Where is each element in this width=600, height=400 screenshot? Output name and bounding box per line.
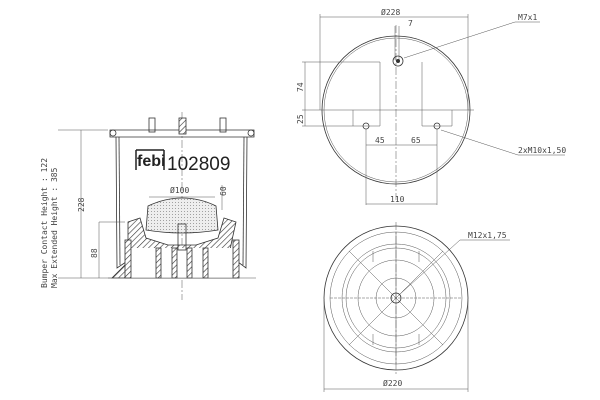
bottom-stud <box>177 223 187 251</box>
side-view: 228 88 Ø100 60 Bumper Contact Height : 1… <box>40 112 256 300</box>
bottom-diameter-label: Ø220 <box>383 378 402 388</box>
stud-thread-label: 2xM10x1,50 <box>518 146 566 155</box>
construction-lines <box>302 61 453 127</box>
leader-line <box>398 239 461 296</box>
dim-65-label: 65 <box>411 136 421 145</box>
piston-cavity <box>131 248 233 278</box>
top-diameter-label: Ø228 <box>381 7 400 17</box>
leader-line <box>440 129 519 156</box>
dim-110-label: 110 <box>390 195 405 204</box>
top-plate <box>109 129 255 138</box>
logo-background <box>135 151 165 170</box>
dim-45-label: 45 <box>375 136 385 145</box>
leader-line <box>403 21 516 59</box>
bumper <box>145 197 219 234</box>
center-hole-core <box>396 59 400 63</box>
bead-right <box>247 129 255 137</box>
stud-right <box>219 117 227 133</box>
bumper-contact-height: Bumper Contact Height : 122 <box>40 158 49 288</box>
stud-left <box>148 117 156 133</box>
bottom-view: M12x1,75 Ø220 <box>323 222 510 392</box>
piston-rib <box>171 247 178 279</box>
bottom-thread-label: M12x1,75 <box>468 231 507 240</box>
bellows-right-inner <box>242 136 245 266</box>
logo-text: febi <box>137 153 165 170</box>
piston-height-dim-label: 88 <box>90 248 99 258</box>
febi-logo: febi <box>135 149 165 170</box>
offset-7-label: 7 <box>408 19 413 28</box>
center-stud <box>178 117 187 135</box>
piston-wall <box>124 239 132 279</box>
height-dim-label: 228 <box>77 197 86 212</box>
dim-25-label: 25 <box>296 114 305 124</box>
dim-74-label: 74 <box>296 82 305 92</box>
piston-rib <box>155 247 162 279</box>
logo-frame <box>135 149 165 170</box>
piston-wall <box>232 239 240 279</box>
bead-left <box>109 129 117 137</box>
max-extended-height: Max Extended Height : 385 <box>50 167 59 288</box>
piston-diameter-label: Ø100 <box>170 185 189 195</box>
center-hole <box>392 55 404 67</box>
piston-rib <box>186 247 193 279</box>
piston-rib <box>202 247 209 279</box>
piston-offset-label: 60 <box>219 186 228 196</box>
part-number: 102809 <box>167 154 230 175</box>
top-view: Ø228 7 M7x1 74 25 45 65 110 2xM10x1,50 <box>296 7 566 205</box>
center-thread-label: M7x1 <box>518 13 537 22</box>
bellows-left-inner <box>118 136 121 266</box>
